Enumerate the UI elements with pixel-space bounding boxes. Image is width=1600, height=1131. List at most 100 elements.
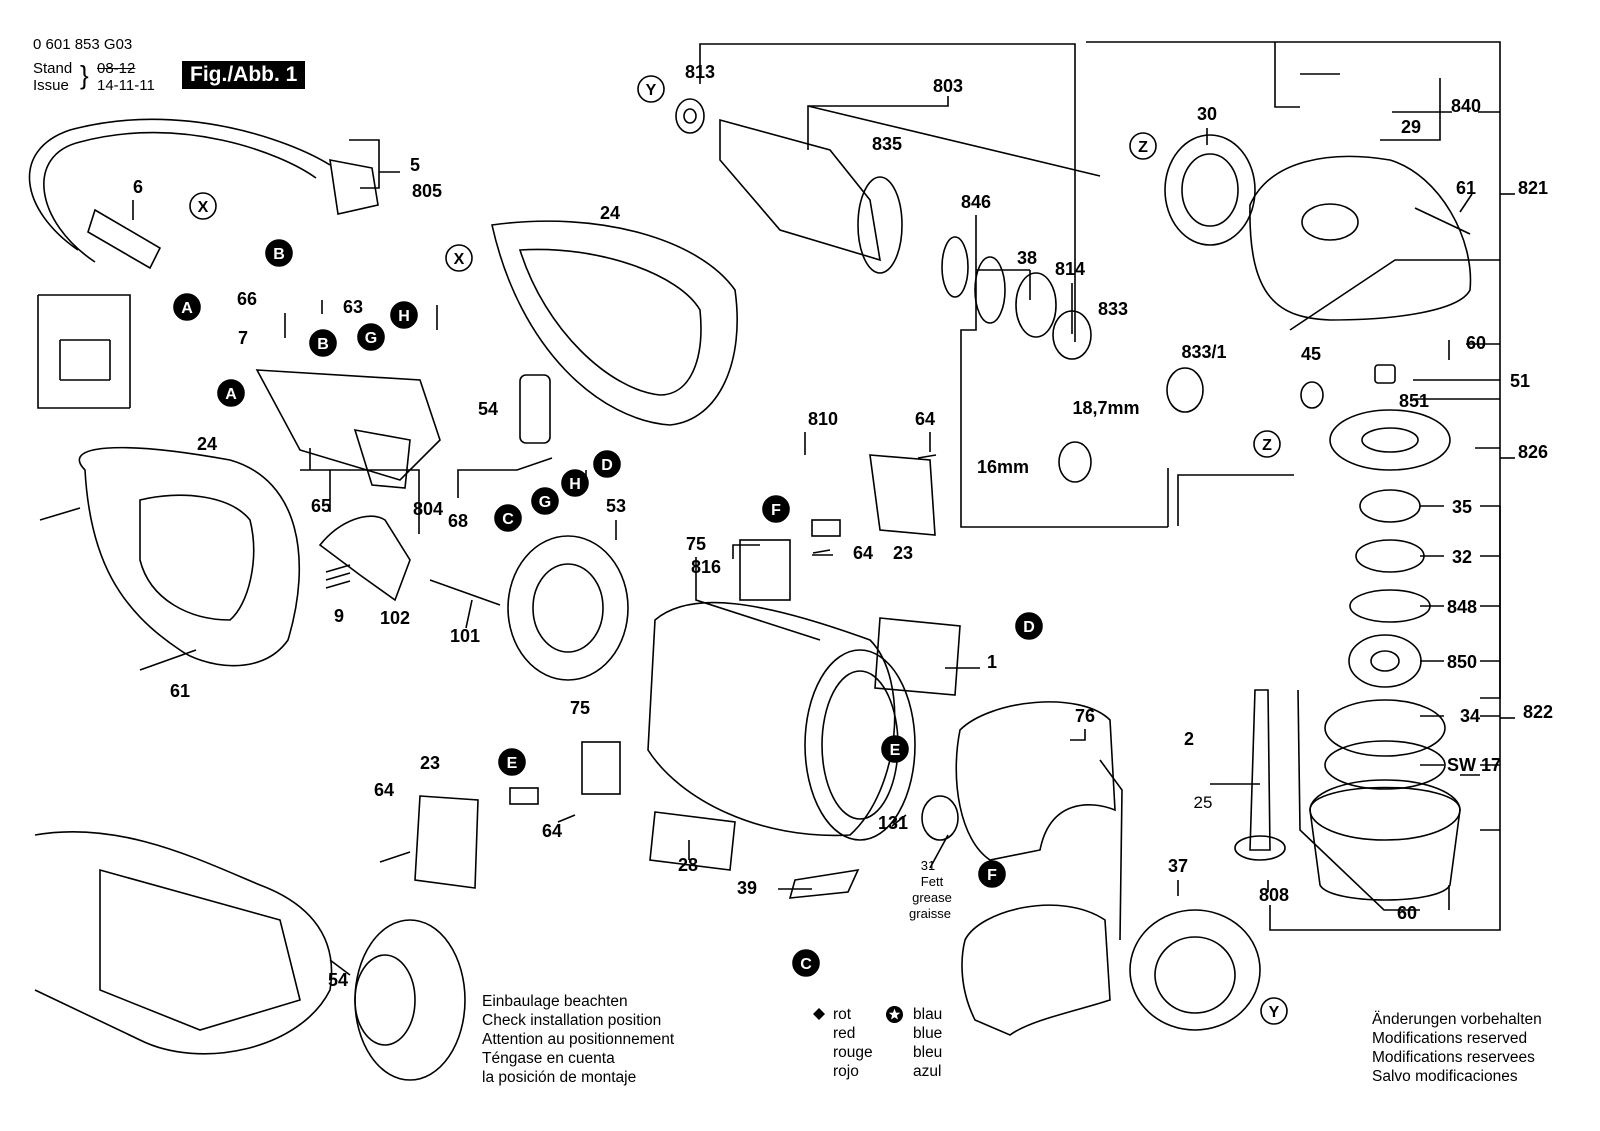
svg-text:C: C xyxy=(502,511,514,528)
part-outline xyxy=(353,428,411,489)
part-outline xyxy=(329,159,379,215)
part-outline xyxy=(1349,589,1431,623)
part-outline xyxy=(1249,689,1271,851)
part-number-label: 23 xyxy=(420,753,440,773)
part-outline xyxy=(647,601,896,837)
part-outline xyxy=(39,507,81,521)
svg-text:X: X xyxy=(454,251,465,268)
leader-line xyxy=(1459,193,1473,213)
part-number-label: 45 xyxy=(1301,344,1321,364)
modifications-line: Änderungen vorbehalten xyxy=(1372,1011,1542,1028)
svg-text:G: G xyxy=(365,330,377,347)
connector-callout-F: F xyxy=(762,495,790,523)
svg-text:G: G xyxy=(539,494,551,511)
part-outline xyxy=(414,795,479,889)
part-outline xyxy=(557,814,576,823)
part-outline xyxy=(974,256,1006,324)
leader-line xyxy=(891,814,907,827)
part-number-label: 24 xyxy=(197,434,217,454)
svg-text:D: D xyxy=(1023,619,1035,636)
part-outline xyxy=(874,617,961,696)
leader-line xyxy=(1297,689,1420,911)
leader-line xyxy=(1177,474,1294,526)
part-outline xyxy=(1300,381,1324,409)
part-number-label: 16mm xyxy=(977,457,1029,477)
part-number-label: 75 xyxy=(570,698,590,718)
legend-text: blau xyxy=(913,1006,943,1023)
part-outline xyxy=(921,795,959,841)
part-number-label: 76 xyxy=(1075,706,1095,726)
part-number-label: 803 xyxy=(933,76,963,96)
part-number-label: 805 xyxy=(412,181,442,201)
legend-text: bleu xyxy=(913,1044,943,1061)
part-outline xyxy=(532,563,604,653)
header-brace: } xyxy=(80,60,89,90)
part-number-label: 34 xyxy=(1460,706,1480,726)
legend-red-lines: rot red rouge rojo xyxy=(833,1005,873,1081)
part-number-label: 821 xyxy=(1518,178,1548,198)
part-outline xyxy=(955,701,1116,861)
part-outline xyxy=(1154,936,1236,1014)
connector-callout-D: D xyxy=(593,450,621,478)
legend-text: rouge xyxy=(833,1044,873,1061)
leader-line xyxy=(349,139,400,189)
svg-text:D: D xyxy=(601,457,613,474)
part-outline xyxy=(1015,272,1057,338)
part-outline xyxy=(354,954,416,1046)
part-number-label: 75 xyxy=(686,534,706,554)
connector-callout-F: F xyxy=(978,860,1006,888)
part-number-label: 28 xyxy=(678,855,698,875)
part-number-label: 66 xyxy=(237,289,257,309)
part-outline xyxy=(1359,489,1421,523)
leader-line xyxy=(695,557,821,641)
svg-text:H: H xyxy=(398,308,410,325)
part-number-label: 30 xyxy=(1197,104,1217,124)
issue-value: 14-11-11 xyxy=(97,77,155,94)
legend-blue-lines: blau blue bleu azul xyxy=(913,1005,942,1081)
connector-callout-Z: Z xyxy=(1253,430,1281,458)
part-outline xyxy=(429,579,501,606)
part-outline xyxy=(804,649,916,841)
part-number-label: 2 xyxy=(1184,729,1194,749)
legend-text: rot xyxy=(833,1006,852,1023)
connector-callout-E: E xyxy=(498,748,526,776)
connector-callout-G: G xyxy=(531,487,559,515)
part-number-label: 37 xyxy=(1168,856,1188,876)
part-outline xyxy=(683,108,697,124)
connector-callout-G: G xyxy=(357,323,385,351)
leader-line xyxy=(465,599,473,629)
document-number: 0 601 853 G03 xyxy=(33,36,133,53)
part-number-label: 65 xyxy=(311,496,331,516)
legend-text: blue xyxy=(913,1025,943,1042)
part-number-label: 53 xyxy=(606,496,626,516)
leader-line xyxy=(807,96,949,150)
part-number-label: 60 xyxy=(1397,903,1417,923)
installation-note-line: la posición de montaje xyxy=(482,1069,637,1086)
part-outline xyxy=(78,446,301,667)
part-outline xyxy=(255,369,441,481)
part-outline xyxy=(581,741,621,795)
part-outline xyxy=(739,539,791,601)
part-number-label: 102 xyxy=(380,608,410,628)
part-outline xyxy=(1129,909,1261,1031)
grease-label: grease xyxy=(912,890,952,905)
part-outline xyxy=(1355,539,1425,573)
part-outline xyxy=(28,118,331,263)
part-number-label: 5 xyxy=(410,155,420,175)
svg-text:F: F xyxy=(987,867,997,884)
leader-line xyxy=(1099,759,1123,941)
svg-text:E: E xyxy=(890,742,901,759)
grease-label: Fett xyxy=(921,874,944,889)
svg-text:Z: Z xyxy=(1262,437,1272,454)
part-outline xyxy=(1324,699,1446,757)
part-number-label: 39 xyxy=(737,878,757,898)
part-outline xyxy=(857,176,903,274)
part-number-label: 63 xyxy=(343,297,363,317)
part-outline xyxy=(379,851,411,863)
part-number-label: 846 xyxy=(961,192,991,212)
modifications-line: Salvo modificaciones xyxy=(1372,1068,1518,1085)
part-number-label: 64 xyxy=(374,780,394,800)
part-number-label: 68 xyxy=(448,511,468,531)
part-outline xyxy=(1361,427,1419,453)
leader-line xyxy=(960,215,1168,528)
